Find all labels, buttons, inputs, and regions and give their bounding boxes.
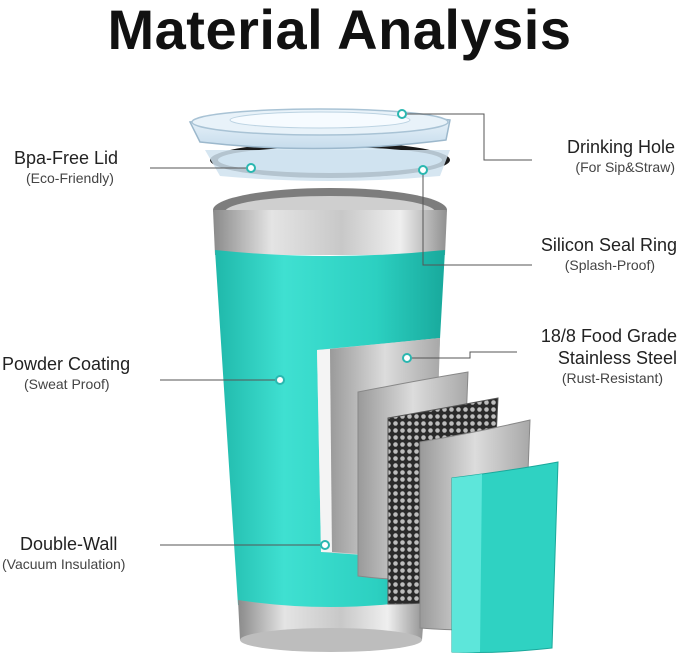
label-seal-ring: Silicon Seal Ring (Splash-Proof) — [541, 234, 677, 274]
label-drinking-hole-title: Drinking Hole — [566, 137, 675, 157]
leader-lines — [150, 113, 532, 546]
layer-panels — [357, 371, 559, 653]
label-steel-subtitle: (Rust-Resistant) — [561, 370, 663, 386]
label-steel-title-line2: Stainless Steel — [557, 348, 677, 368]
label-powder-coating: Powder Coating (Sweat Proof) — [2, 353, 130, 393]
label-steel: 18/8 Food Grade Stainless Steel (Rust-Re… — [541, 325, 677, 387]
label-seal-ring-subtitle: (Splash-Proof) — [564, 257, 655, 273]
label-double-wall-title: Double-Wall — [20, 534, 118, 554]
label-double-wall: Double-Wall (Vacuum Insulation) — [2, 533, 125, 573]
lid — [188, 108, 451, 181]
label-powder-coating-title: Powder Coating — [2, 354, 131, 374]
label-seal-ring-title: Silicon Seal Ring — [540, 235, 677, 255]
label-drinking-hole: Drinking Hole (For Sip&Straw) — [567, 136, 675, 176]
label-double-wall-subtitle: (Vacuum Insulation) — [2, 556, 126, 572]
callout-dots — [246, 109, 428, 550]
label-drinking-hole-subtitle: (For Sip&Straw) — [575, 159, 675, 175]
label-steel-title-line1: 18/8 Food Grade — [540, 326, 677, 346]
label-lid: Bpa-Free Lid (Eco-Friendly) — [14, 147, 118, 187]
label-lid-title: Bpa-Free Lid — [14, 148, 119, 168]
label-lid-subtitle: (Eco-Friendly) — [26, 170, 114, 186]
page-title: Material Analysis — [107, 0, 572, 61]
label-powder-coating-subtitle: (Sweat Proof) — [24, 376, 110, 392]
